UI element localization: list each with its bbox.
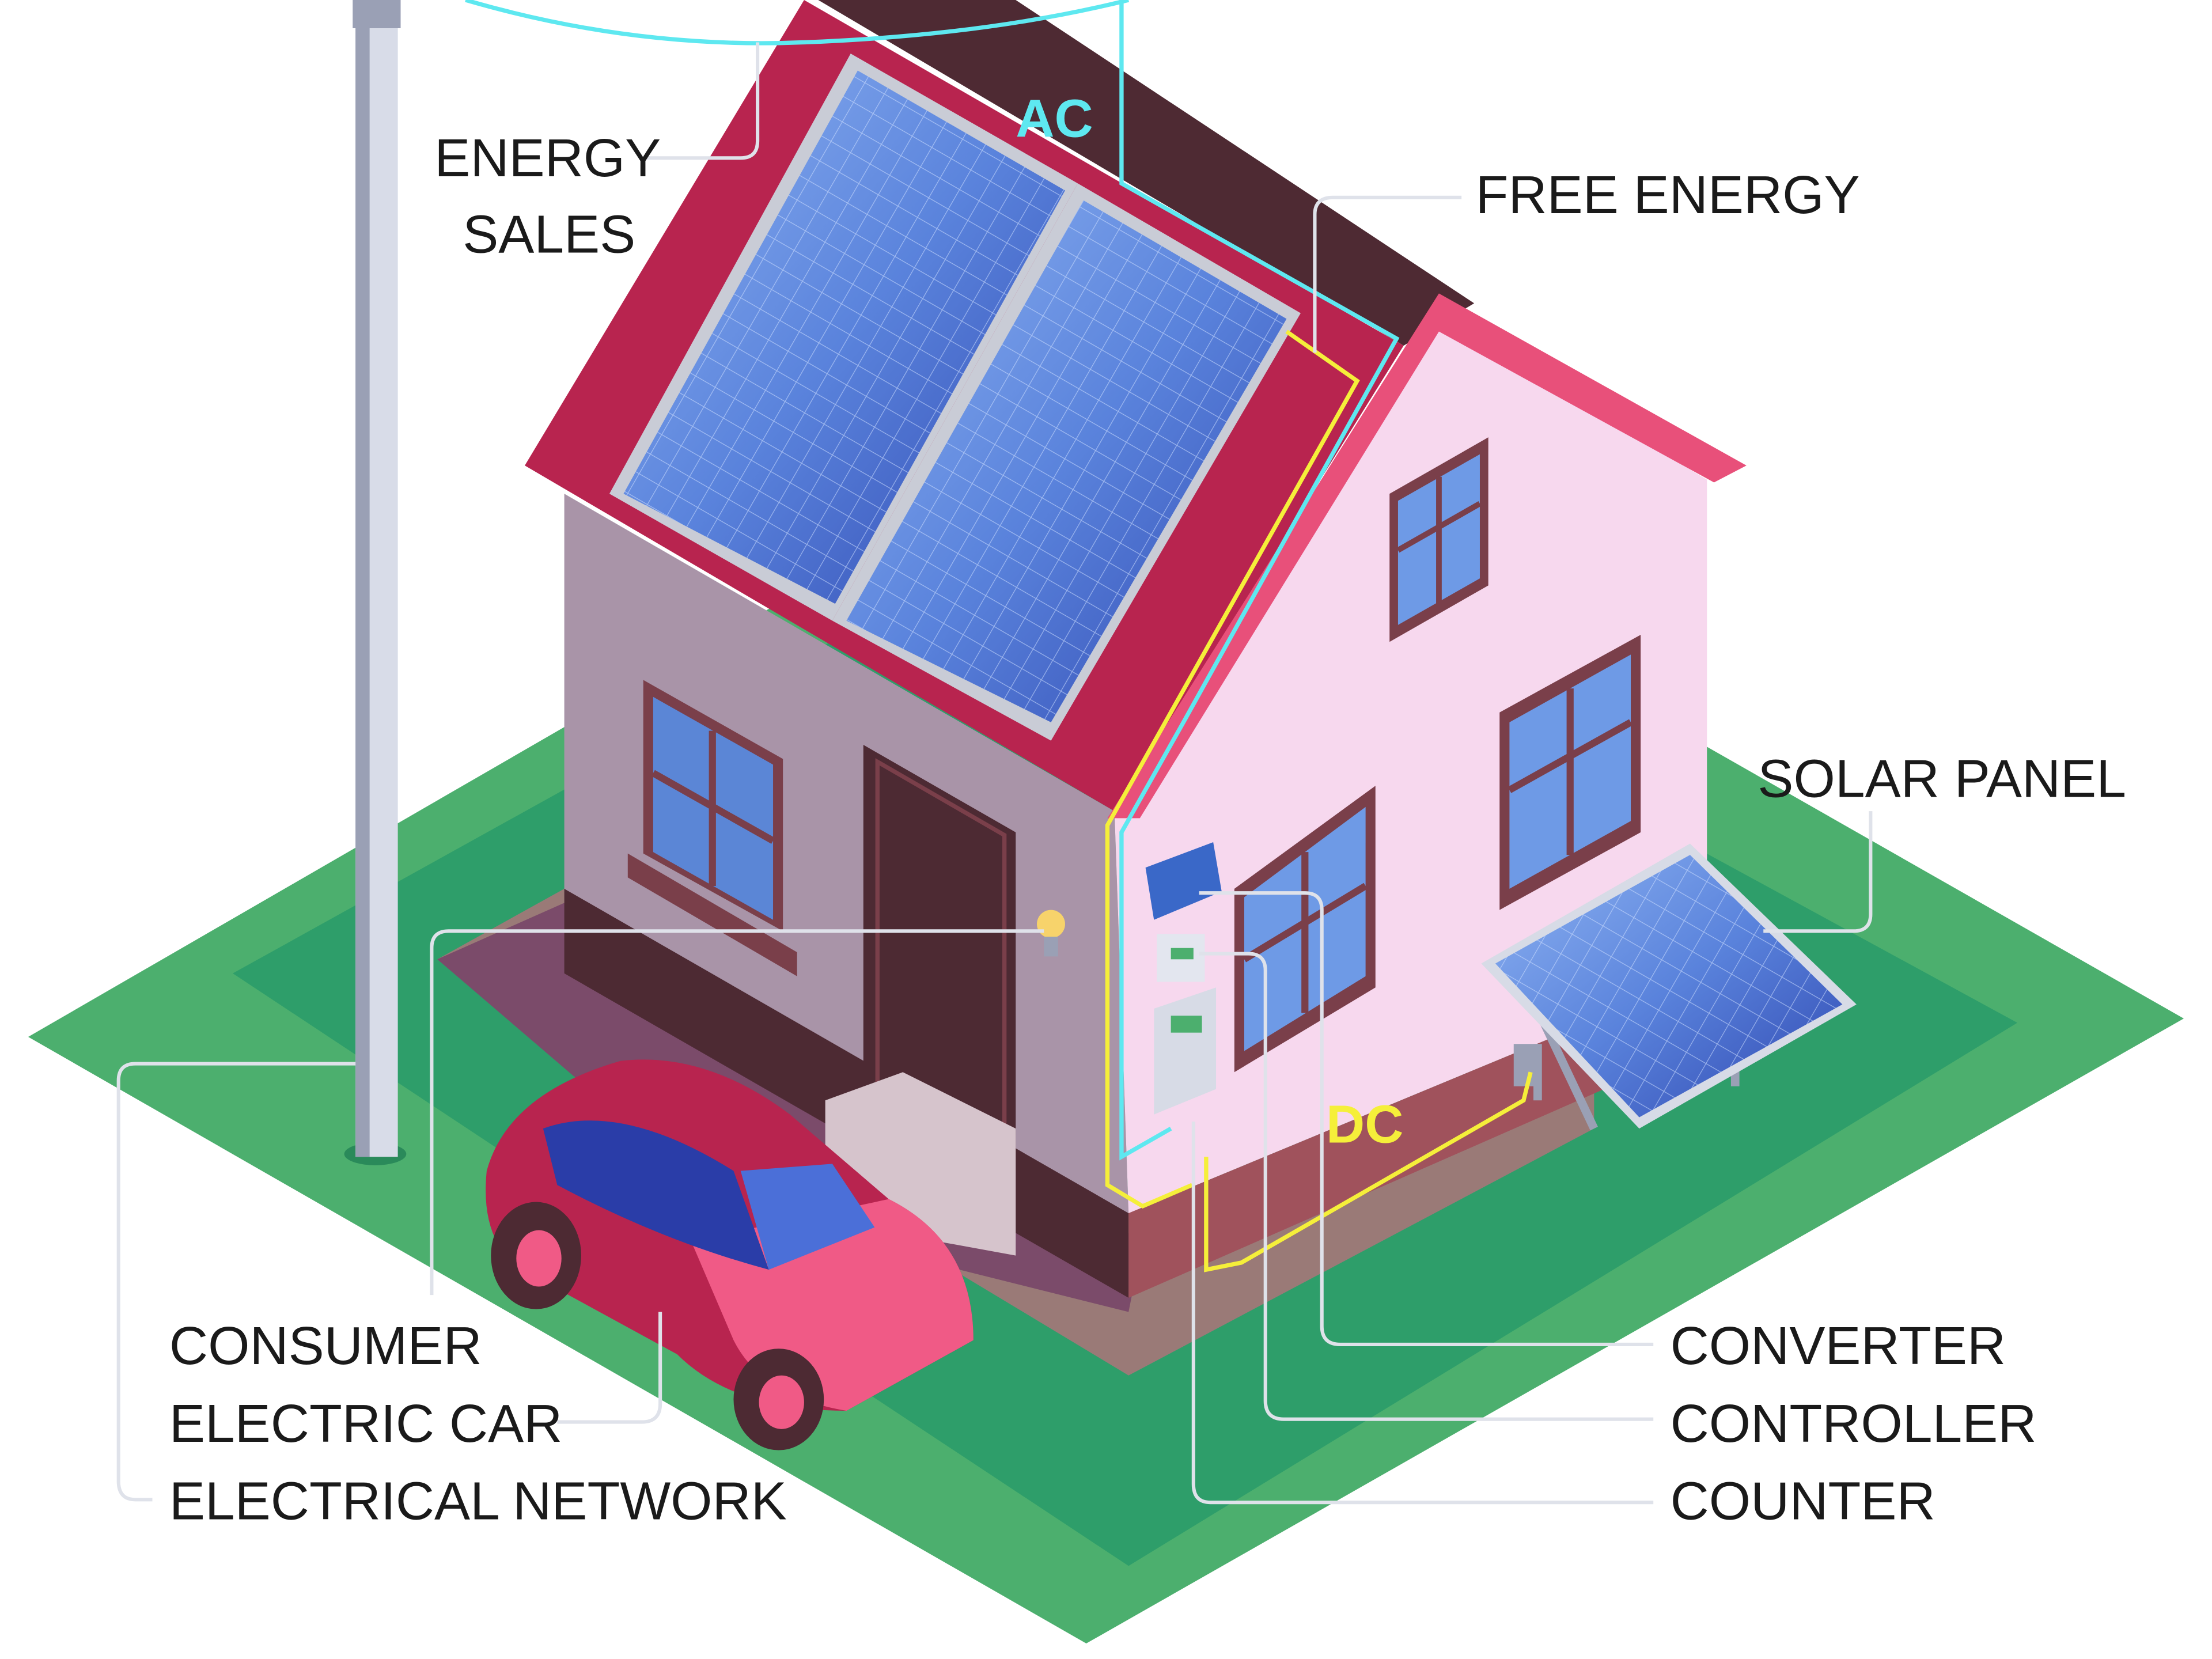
converter-label: CONVERTER (1671, 1316, 2006, 1376)
counter-label: COUNTER (1671, 1471, 1936, 1531)
utility-pole (344, 0, 407, 1165)
window (1234, 786, 1376, 1073)
converter-device (1145, 842, 1222, 920)
energy-sales-label-line2: SALES (463, 204, 635, 264)
roof-solar-panels (609, 54, 1301, 741)
ground-solar-panel (1481, 843, 1857, 1131)
dc-label: DC (1326, 1094, 1403, 1154)
consumer-label: CONSUMER (169, 1316, 482, 1376)
house (525, 0, 1747, 1298)
free-energy-label: FREE ENERGY (1476, 165, 1860, 225)
roof-back (818, 0, 1475, 346)
ac-wire (465, 0, 1400, 1161)
leader-lines (116, 42, 1873, 1505)
electric-car-label: ELECTRIC CAR (169, 1393, 562, 1453)
gable-trim (1107, 293, 1747, 819)
controller-label: CONTROLLER (1671, 1393, 2037, 1453)
controller-device (1157, 934, 1205, 982)
electrical-network-label: ELECTRICAL NETWORK (169, 1471, 787, 1531)
window (1499, 635, 1641, 910)
electric-car (486, 1059, 974, 1450)
ac-label: AC (1016, 89, 1093, 149)
window (1389, 437, 1488, 642)
dc-wire (1105, 329, 1533, 1272)
step (825, 1072, 1016, 1256)
energy-sales-label-line1: ENERGY (434, 128, 661, 188)
solar-panel-label: SOLAR PANEL (1758, 749, 2126, 809)
window (627, 680, 797, 976)
counter-device (1154, 987, 1217, 1115)
door[interactable] (863, 745, 1016, 1171)
